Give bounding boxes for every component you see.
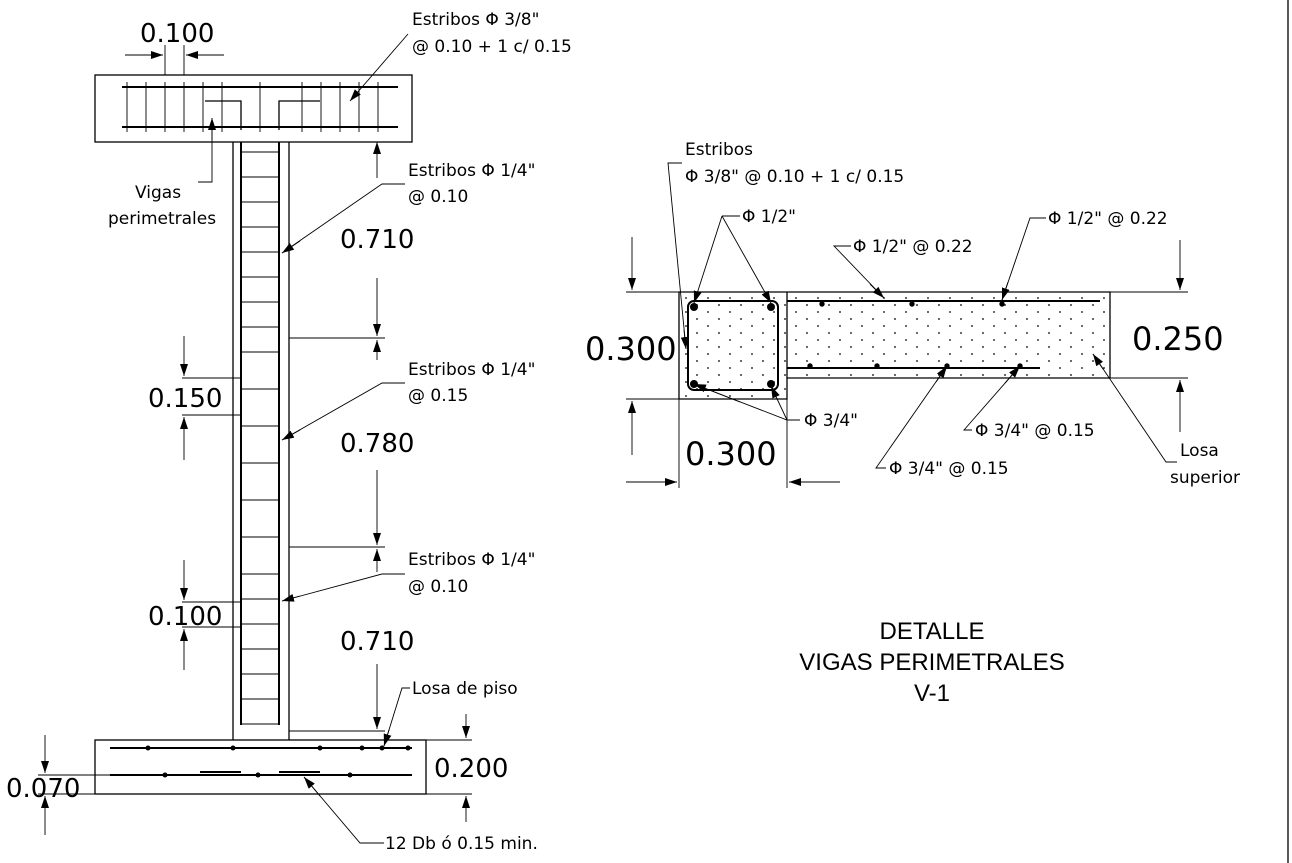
dim-upper: 0.710: [340, 225, 414, 255]
losa-piso-label: Losa de piso: [412, 679, 518, 699]
bar-half-spacing-a: Φ 1/2" @ 0.22: [853, 237, 973, 257]
beam-section-outline: [678, 291, 1111, 400]
dim-spacing-low: 0.100: [148, 602, 222, 632]
anchorage-note: 12 Db ó 0.15 min.: [385, 834, 538, 854]
hook-bar-left: [205, 100, 242, 130]
title-line3: V-1: [914, 680, 950, 707]
title-line2: VIGAS PERIMETRALES: [799, 649, 1064, 676]
wall-section-detail: 0.100 Estribos Φ 3/8" @ 0.10 + 1 c/ 0.15…: [6, 10, 572, 854]
dim-slab-thickness: 0.250: [1132, 320, 1224, 358]
vigas-label-line2: perimetrales: [108, 209, 216, 229]
dim-top-width: 0.100: [140, 19, 214, 49]
losa-superior-line2: superior: [1170, 468, 1240, 488]
top-beam-outline: [94, 74, 413, 143]
vigas-label-line1: Vigas: [135, 183, 181, 203]
stirrups-top-line1: Estribos Φ 3/8": [412, 10, 539, 30]
stirrups-upper-line2: @ 0.10: [408, 187, 468, 207]
title-line1: DETALLE: [880, 618, 985, 645]
dim-slab: 0.200: [434, 754, 508, 784]
stirrups-low-line1: Estribos Φ 1/4": [408, 550, 535, 570]
dim-height: 0.300: [585, 330, 677, 368]
slab-bar-dots: [145, 745, 411, 778]
beam-section-detail: Estribos Φ 3/8" @ 0.10 + 1 c/ 0.15 Φ 1/2…: [585, 140, 1240, 488]
wall-stirrups: [241, 151, 279, 725]
losa-superior-line1: Losa: [1180, 441, 1219, 461]
dim-low: 0.710: [340, 627, 414, 657]
hook-bar-right: [278, 100, 320, 130]
dim-mid: 0.780: [340, 429, 414, 459]
bar-three-quarter-spacing-b: Φ 3/4" @ 0.15: [889, 459, 1009, 479]
stirrups-mid-line2: @ 0.15: [408, 386, 468, 406]
floor-slab-outline: [94, 739, 427, 795]
stirrups-upper-line1: Estribos Φ 1/4": [408, 161, 535, 181]
bar-half-spacing-b: Φ 1/2" @ 0.22: [1048, 209, 1168, 229]
bar-three-quarter: Φ 3/4": [804, 411, 858, 431]
bar-half-corner: Φ 1/2": [742, 207, 796, 227]
dim-cover: 0.070: [6, 774, 80, 804]
dim-spacing-mid: 0.150: [148, 384, 222, 414]
drawing-title: DETALLE VIGAS PERIMETRALES V-1: [799, 618, 1064, 707]
dim-width: 0.300: [685, 435, 777, 473]
estribos-label-line1: Estribos: [685, 140, 753, 160]
stirrups-mid-line1: Estribos Φ 1/4": [408, 360, 535, 380]
stirrups-low-line2: @ 0.10: [408, 577, 468, 597]
bar-three-quarter-spacing-a: Φ 3/4" @ 0.15: [975, 421, 1095, 441]
estribos-label-line2: Φ 3/8" @ 0.10 + 1 c/ 0.15: [685, 167, 904, 187]
stirrups-top-line2: @ 0.10 + 1 c/ 0.15: [412, 37, 572, 57]
top-beam-stirrups: [126, 82, 379, 132]
